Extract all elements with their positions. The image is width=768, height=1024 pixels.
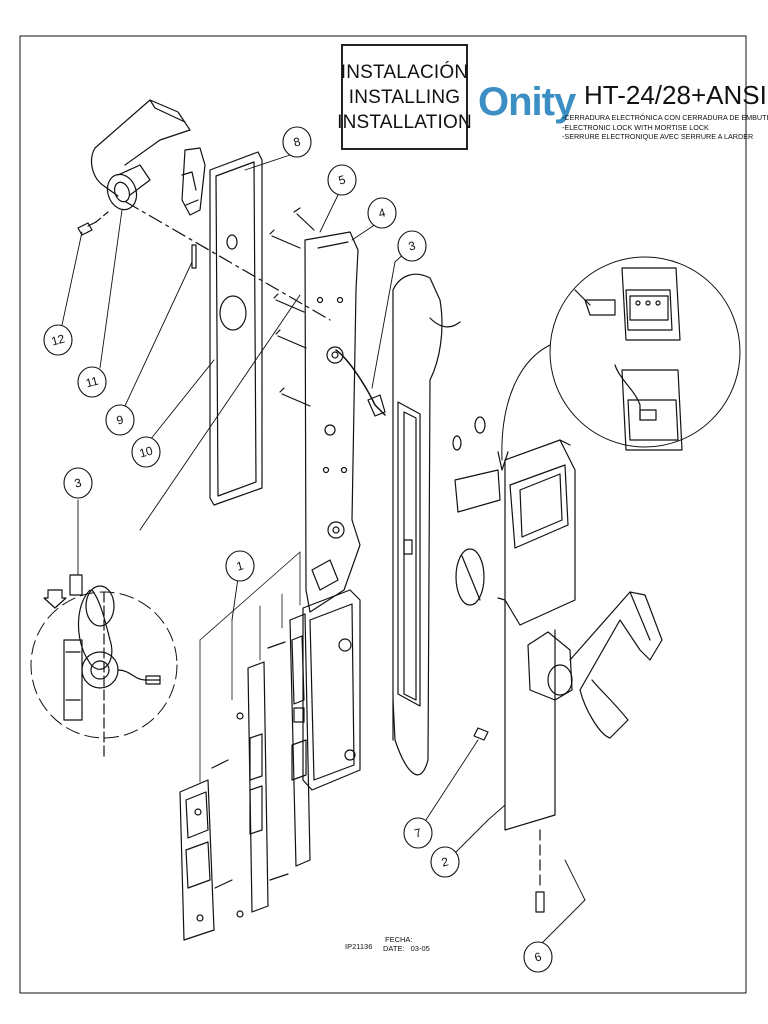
- mortise-lock: [289, 589, 361, 867]
- callout-label-9: 9: [115, 412, 125, 427]
- callout-label-10: 10: [138, 443, 155, 460]
- description-french: -SERRURE ELECTRONIQUE AVEC SERRURE A LAR…: [562, 132, 754, 141]
- model-number: HT-24/28+ANSI: [584, 80, 767, 110]
- callout-label-3: 3: [73, 475, 83, 490]
- sheet-border: [19, 35, 747, 994]
- callout-circle-3: [397, 230, 427, 262]
- date-label: DATE:: [383, 944, 405, 953]
- description-spanish: -CERRADURA ELECTRÓNICA CON CERRADURA DE …: [562, 113, 768, 122]
- cable-detail-view: [30, 574, 178, 761]
- description-english: -ELECTRONIC LOCK WITH MORTISE LOCK: [562, 122, 709, 132]
- callout-circle-8: [282, 126, 312, 158]
- fecha-label: FECHA:: [385, 935, 413, 944]
- callout-label-11: 11: [84, 374, 100, 391]
- callout-label-4: 4: [377, 205, 387, 220]
- product-descriptions: -CERRADURA ELECTRÓNICA CON CERRADURA DE …: [562, 113, 768, 142]
- connector-detail-view: [549, 256, 741, 451]
- date-value: 03-05: [410, 944, 430, 953]
- callout-circle-10: [131, 436, 161, 468]
- onity-logo: Onity: [478, 80, 576, 124]
- callout-label-8: 8: [292, 134, 302, 149]
- callout-label-3: 3: [407, 238, 417, 253]
- drawing-date-block: FECHA: DATE: 03-05: [383, 935, 430, 953]
- mounting-screws: [269, 207, 315, 407]
- callout-circle-1: [225, 550, 255, 582]
- callout-label-7: 7: [413, 825, 423, 840]
- title-line-spanish: INSTALACIÓN: [340, 61, 469, 83]
- inside-escutcheon-plate: [209, 151, 263, 506]
- inside-lever: [91, 99, 206, 216]
- callout-label-12: 12: [50, 331, 67, 348]
- outside-lock-body: [497, 439, 576, 831]
- callout-circle-5: [327, 164, 357, 196]
- callout-label-2: 2: [440, 854, 450, 869]
- title-block: INSTALACIÓN INSTALLING INSTALLATION: [337, 44, 472, 150]
- callout-label-1: 1: [235, 558, 245, 573]
- callout-circle-3: [63, 467, 93, 499]
- callout-circle-11: [77, 366, 107, 398]
- mounting-plate: [304, 231, 361, 613]
- door-section: [392, 273, 501, 776]
- callout-circle-2: [430, 846, 460, 878]
- drawing-code: IP21136: [345, 942, 373, 951]
- title-line-english: INSTALLING: [348, 86, 461, 108]
- callout-circle-7: [403, 817, 433, 849]
- callout-circle-4: [367, 197, 397, 229]
- outside-lever: [527, 591, 663, 739]
- strike-plates: [179, 641, 289, 941]
- title-line-french: INSTALLATION: [337, 111, 472, 133]
- set-screw: [77, 221, 97, 236]
- callout-circle-6: [523, 941, 553, 973]
- callout-circle-12: [43, 324, 73, 356]
- callout-label-6: 6: [533, 949, 543, 964]
- callout-label-5: 5: [337, 172, 347, 187]
- callout-circle-9: [105, 404, 135, 436]
